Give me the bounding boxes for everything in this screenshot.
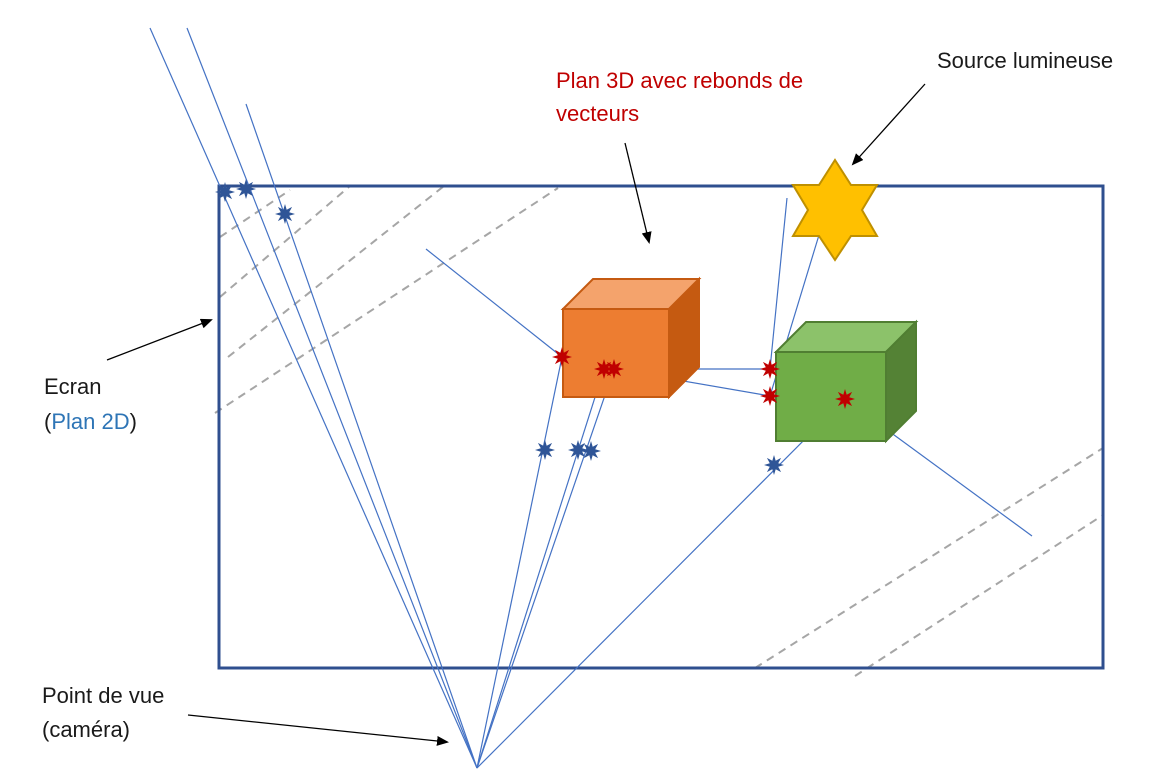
object-hit-marker xyxy=(835,389,855,409)
light-source-star xyxy=(791,158,879,262)
dashed-light-lines-left xyxy=(214,185,559,414)
arrow-ecran xyxy=(106,318,213,361)
plan2d-open-paren: ( xyxy=(44,409,52,434)
screen-hit-marker xyxy=(764,455,784,475)
pov-label-line2: (caméra) xyxy=(42,717,131,742)
plan2d-close-paren: ) xyxy=(129,409,137,434)
orange-cube-front xyxy=(562,308,670,398)
object-hit-marker xyxy=(760,359,780,379)
plan3d-label-line2: vecteurs xyxy=(556,101,640,126)
plan2d-text: Plan 2D xyxy=(51,409,130,434)
plan3d-label-line1: Plan 3D avec rebonds de xyxy=(556,68,804,93)
screen-hit-marker xyxy=(236,179,256,199)
hit-markers xyxy=(215,179,855,475)
annotation-arrows xyxy=(106,83,926,746)
arrow-pov xyxy=(187,714,449,746)
arrow-source xyxy=(851,83,926,166)
bounce-rays xyxy=(425,197,1033,537)
object-hit-marker xyxy=(604,359,624,379)
ecran-label: Ecran xyxy=(44,374,102,399)
green-cube xyxy=(773,319,919,444)
screen-hit-marker xyxy=(568,440,588,460)
object-hit-marker xyxy=(760,386,780,406)
screen-hit-marker xyxy=(535,440,555,460)
object-hit-marker xyxy=(552,347,572,367)
orange-cube xyxy=(560,276,702,400)
screen-hit-marker xyxy=(215,182,235,202)
dashed-light-lines-right xyxy=(754,447,1104,677)
green-cube-front xyxy=(775,351,887,442)
screen-hit-marker xyxy=(275,204,295,224)
plan2d-label: (Plan 2D) xyxy=(44,405,137,438)
camera-rays xyxy=(149,27,846,769)
pov-label-line1: Point de vue xyxy=(42,683,165,708)
source-label: Source lumineuse xyxy=(937,48,1114,73)
screen-hit-marker xyxy=(581,441,601,461)
arrow-plan3d xyxy=(624,142,652,244)
screen-rectangle xyxy=(217,184,1105,670)
